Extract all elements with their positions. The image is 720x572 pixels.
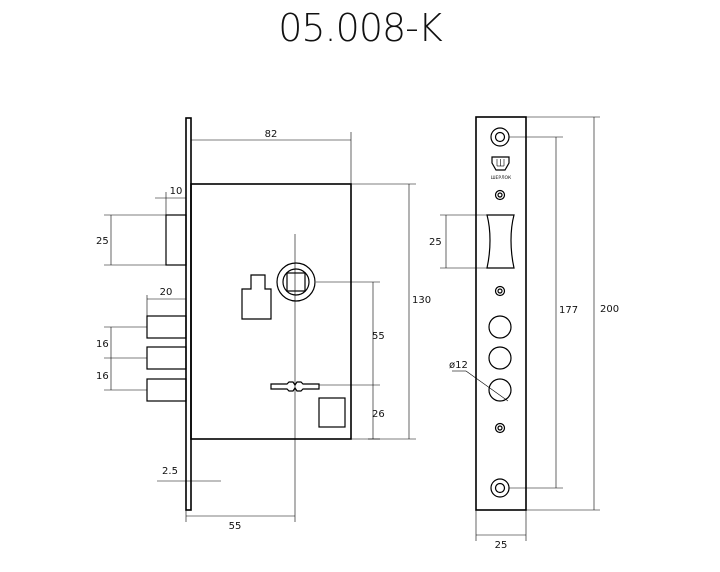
dim-strike-latch: 25 <box>429 237 442 248</box>
deadbolt-1 <box>146 315 187 339</box>
keyhole <box>270 381 320 392</box>
dim-backset: 55 <box>229 521 242 532</box>
brand-logo-icon <box>491 156 510 171</box>
mid-screw-inner <box>497 288 503 294</box>
bolt-hole-3 <box>488 378 512 402</box>
tumbler-lever <box>241 274 272 320</box>
dim-key-to-bottom: 26 <box>372 409 385 420</box>
brand-label: ШЕРЛОК <box>491 175 512 181</box>
dim-plate-height: 200 <box>600 304 619 315</box>
spindle-hub-outer <box>276 262 316 302</box>
latch-opening <box>486 214 515 269</box>
faceplate-front-view: ШЕРЛОК 25 ø12 177 <box>429 116 619 551</box>
lock-side-view: 82 10 25 20 16 16 2.5 55 130 <box>96 117 431 532</box>
faceplate-front <box>475 116 527 511</box>
spindle-hub-inner <box>282 268 310 296</box>
lock-body <box>190 183 352 440</box>
bottom-mount-hole-inner <box>494 482 506 494</box>
drawing-title: 05.008-K <box>278 6 443 50</box>
dim-bolt-offset: 10 <box>170 186 183 197</box>
bolt-hole-2 <box>488 346 512 370</box>
lower-screw-outer <box>494 422 506 434</box>
dim-latch-height: 25 <box>96 236 109 247</box>
dim-body-height: 130 <box>412 295 431 306</box>
dim-hole-diameter: ø12 <box>449 360 468 371</box>
latch-bolt <box>165 214 187 266</box>
dim-mount-spacing: 177 <box>559 305 578 316</box>
lower-screw-inner <box>497 425 503 431</box>
bolt-hole-1 <box>488 315 512 339</box>
dim-spindle-to-key: 55 <box>372 331 385 342</box>
mid-screw-outer <box>494 285 506 297</box>
spindle-square <box>286 272 306 292</box>
top-mount-hole-inner <box>494 131 506 143</box>
dim-bolt-spacing-2: 16 <box>96 371 109 382</box>
dim-plate-width: 25 <box>495 540 508 551</box>
dim-deadbolt-length: 20 <box>160 287 173 298</box>
upper-screw-outer <box>494 189 506 201</box>
dim-body-width: 82 <box>265 129 278 140</box>
deadbolt-3 <box>146 378 187 402</box>
upper-screw-inner <box>497 192 503 198</box>
dim-bolt-spacing-1: 16 <box>96 339 109 350</box>
top-mount-hole-outer <box>490 127 510 147</box>
dim-plate-thickness: 2.5 <box>162 466 178 477</box>
lower-cam <box>318 397 346 428</box>
bottom-mount-hole-outer <box>490 478 510 498</box>
deadbolt-2 <box>146 346 187 370</box>
